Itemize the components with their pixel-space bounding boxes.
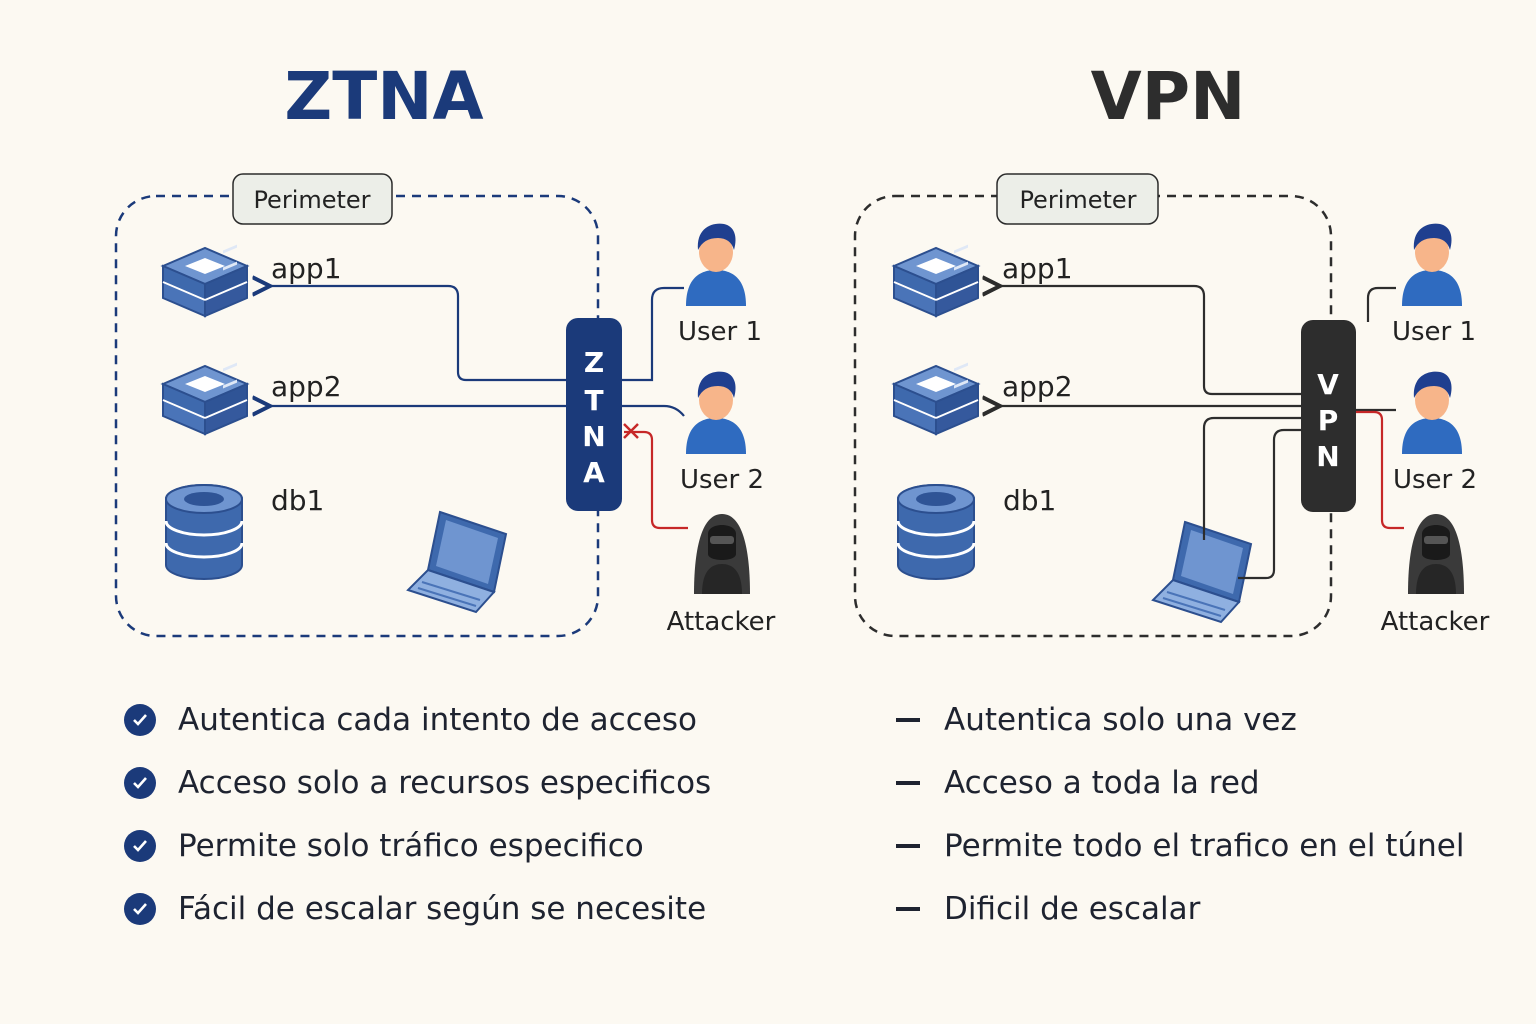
ztna-user1-avatar-icon	[686, 223, 746, 306]
ztna-title: ZTNA	[284, 58, 483, 135]
vpn-feature-list: Autentica solo una vez Acceso a toda la …	[894, 688, 1464, 940]
ztna-app1-label: app1	[271, 252, 342, 285]
ztna-feature-item: Permite solo tráfico especifico	[124, 814, 711, 877]
ztna-blocked-x-icon	[623, 423, 639, 439]
ztna-app1-server-icon	[162, 243, 248, 317]
ztna-user2-to-app2-line	[270, 406, 685, 417]
ztna-feature-text: Permite solo tráfico especifico	[178, 827, 644, 864]
vpn-feature-text: Autentica solo una vez	[944, 701, 1297, 738]
ztna-gateway	[566, 318, 622, 511]
ztna-feature-text: Fácil de escalar según se necesite	[178, 890, 707, 927]
ztna-gateway-letter: T	[584, 384, 603, 417]
vpn-db1-label: db1	[1003, 484, 1056, 517]
vpn-feature-item: Autentica solo una vez	[894, 688, 1464, 751]
vpn-perimeter-badge	[996, 173, 1159, 225]
ztna-perimeter-badge	[232, 173, 393, 225]
vpn-user1-line	[1366, 286, 1396, 322]
dash-icon	[896, 843, 920, 848]
vpn-gateway-letter: P	[1318, 404, 1339, 437]
check-icon	[124, 892, 156, 925]
vpn-gateway-letter: N	[1316, 440, 1339, 473]
ztna-app2-server-icon	[162, 361, 248, 435]
vpn-feature-item: Acceso a toda la red	[894, 751, 1464, 814]
vpn-attacker-line	[1356, 410, 1404, 530]
vpn-app2-server-icon	[893, 361, 979, 435]
ztna-attacker-icon	[694, 514, 750, 594]
ztna-perimeter-label: Perimeter	[253, 186, 370, 214]
vpn-db1-database-icon	[896, 483, 976, 581]
vpn-app1-label: app1	[1002, 252, 1073, 285]
dash-icon	[896, 780, 920, 785]
vpn-user2-label: User 2	[1393, 465, 1477, 495]
vpn-feature-item: Dificil de escalar	[894, 877, 1464, 940]
vpn-app2-label: app2	[1002, 370, 1073, 403]
vpn-gateway	[1301, 320, 1356, 512]
ztna-db1-database-icon	[164, 483, 244, 581]
vpn-user1-avatar-icon	[1402, 223, 1462, 306]
vpn-attacker-icon	[1408, 514, 1464, 594]
vpn-app1-server-icon	[893, 243, 979, 317]
check-icon	[124, 829, 156, 862]
check-icon	[124, 703, 156, 736]
vpn-attacker-label: Attacker	[1381, 607, 1490, 637]
ztna-feature-text: Acceso solo a recursos especificos	[178, 764, 712, 801]
ztna-feature-item: Autentica cada intento de acceso	[124, 688, 711, 751]
ztna-gateway-letter: A	[583, 456, 605, 489]
vpn-perimeter-label: Perimeter	[1019, 186, 1136, 214]
comparison-diagram: ZTNA Perimeter app1 app2 db1 Z T N A Use…	[114, 58, 1490, 638]
ztna-db1-label: db1	[271, 484, 324, 517]
dash-icon	[896, 906, 920, 911]
check-icon	[124, 766, 156, 799]
vpn-user2-avatar-icon	[1402, 371, 1462, 454]
vpn-feature-item: Permite todo el trafico en el túnel	[894, 814, 1464, 877]
ztna-feature-list: Autentica cada intento de acceso Acceso …	[124, 688, 711, 940]
ztna-gateway-letter: Z	[584, 346, 604, 379]
ztna-user2-label: User 2	[680, 465, 764, 495]
ztna-user1-label: User 1	[678, 317, 762, 347]
ztna-attacker-label: Attacker	[667, 607, 776, 637]
ztna-feature-text: Autentica cada intento de acceso	[178, 701, 697, 738]
vpn-feature-text: Acceso a toda la red	[944, 764, 1260, 801]
vpn-to-laptop-line	[1202, 416, 1302, 540]
vpn-to-laptop-line	[1238, 428, 1302, 580]
dash-icon	[896, 717, 920, 722]
vpn-laptop-icon	[1152, 521, 1252, 623]
ztna-attacker-blocked-line	[624, 430, 688, 530]
ztna-feature-item: Acceso solo a recursos especificos	[124, 751, 711, 814]
ztna-laptop-icon	[407, 511, 507, 613]
vpn-feature-text: Dificil de escalar	[944, 890, 1201, 927]
ztna-app2-label: app2	[271, 370, 342, 403]
ztna-user1-to-app1-line	[270, 286, 684, 382]
vpn-title: VPN	[1091, 58, 1246, 135]
vpn-user1-label: User 1	[1392, 317, 1476, 347]
vpn-feature-text: Permite todo el trafico en el túnel	[944, 827, 1465, 864]
ztna-feature-item: Fácil de escalar según se necesite	[124, 877, 711, 940]
vpn-to-app1-line	[1000, 286, 1302, 396]
vpn-gateway-letter: V	[1317, 368, 1339, 401]
ztna-user2-avatar-icon	[686, 371, 746, 454]
ztna-gateway-letter: N	[582, 420, 605, 453]
